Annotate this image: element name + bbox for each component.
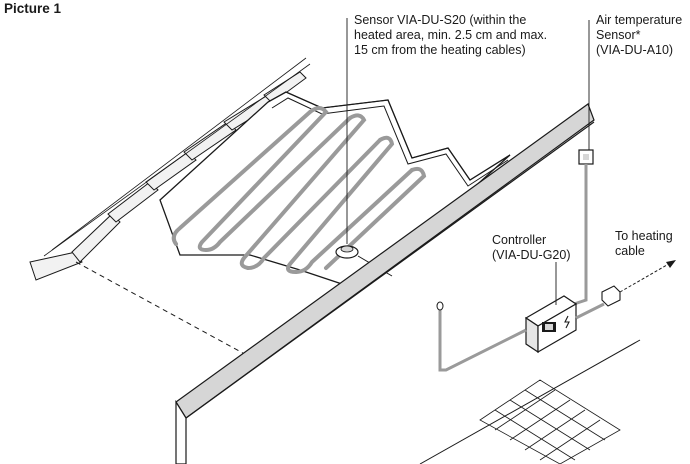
- air-sensor-label-line-1: Air temperature: [596, 13, 683, 27]
- sensor-label-line-1: Sensor VIA-DU-S20 (within the: [354, 13, 527, 27]
- dashed-edge-line: [75, 261, 253, 359]
- heating-cable-label-line-2: cable: [615, 244, 645, 258]
- air-sensor-label: Air temperature Sensor* (VIA-DU-A10): [596, 13, 682, 58]
- sensor-label: Sensor VIA-DU-S20 (within the heated are…: [354, 13, 547, 58]
- heating-cable-label: To heating cable: [615, 229, 673, 259]
- arrow-icon: [619, 260, 676, 293]
- wall-slab: [175, 103, 595, 464]
- controller-label: Controller (VIA-DU-G20): [492, 233, 570, 263]
- controller-icon: [524, 295, 578, 354]
- junction-box-icon: [601, 285, 621, 307]
- heating-cables: [171, 106, 427, 274]
- roof-edge: [29, 57, 311, 281]
- controller-label-line-1: Controller: [492, 233, 547, 247]
- air-sensor-label-line-2: Sensor*: [596, 28, 641, 42]
- heating-cable-label-line-1: To heating: [615, 229, 673, 243]
- air-sensor-icon: [578, 149, 594, 165]
- floor-tiles: [479, 379, 621, 464]
- sensor-label-line-2: heated area, min. 2.5 cm and max.: [354, 28, 548, 42]
- sensor-label-line-3: 15 cm from the heating cables): [354, 43, 526, 57]
- sensor-cable: [438, 308, 527, 372]
- figure-title: Picture 1: [4, 1, 62, 16]
- air-sensor-label-line-3: (VIA-DU-A10): [596, 43, 674, 57]
- controller-label-line-2: (VIA-DU-G20): [492, 248, 571, 262]
- floor-sensor-icon: [335, 245, 393, 277]
